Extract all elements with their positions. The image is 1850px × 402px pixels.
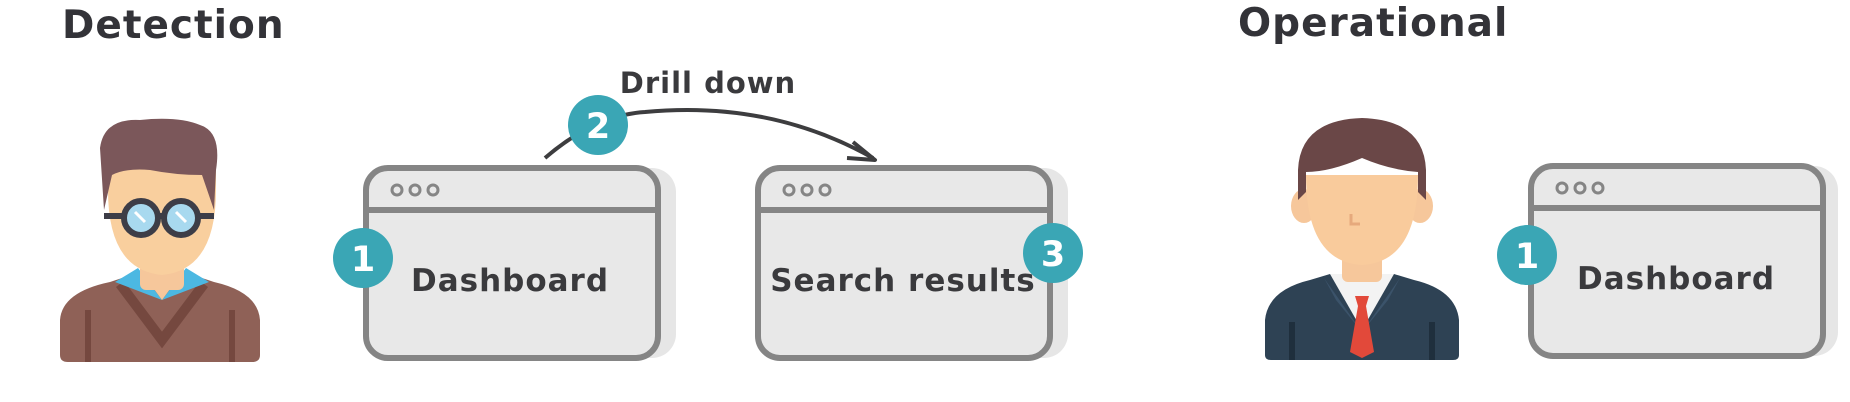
step-badge-3: 3: [1023, 223, 1083, 283]
detection-title: Detection: [62, 3, 285, 48]
operational-step-badge-1: 1: [1497, 225, 1557, 285]
step-badge-2: 2: [568, 95, 628, 155]
step-badge-3-number: 3: [1041, 235, 1065, 275]
operational-title: Operational: [1238, 1, 1508, 46]
operational-dashboard-label: Dashboard: [1577, 261, 1775, 297]
businessman-with-tie-icon: [1265, 118, 1459, 360]
dashboard-window: Dashboard: [363, 165, 676, 361]
dashboard-label: Dashboard: [411, 263, 609, 299]
search-results-label: Search results: [770, 263, 1036, 299]
analyst-with-glasses-icon: [60, 118, 260, 362]
operational-dashboard-window: Dashboard: [1528, 163, 1838, 359]
step-badge-2-number: 2: [586, 107, 610, 147]
search-results-window: Search results: [755, 165, 1068, 361]
operational-step-badge-1-number: 1: [1515, 237, 1539, 277]
drill-down-label: Drill down: [620, 66, 796, 100]
step-badge-1: 1: [333, 228, 393, 288]
step-badge-1-number: 1: [351, 240, 375, 280]
